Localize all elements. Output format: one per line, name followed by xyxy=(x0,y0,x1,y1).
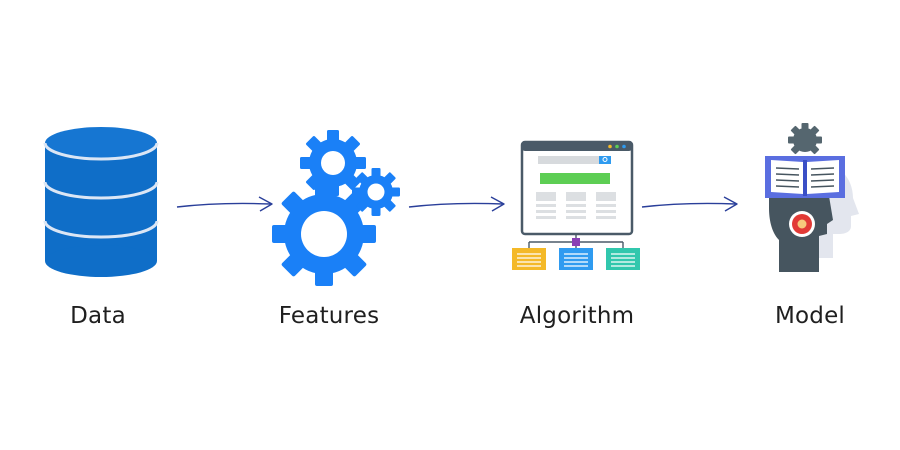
flow-arrow xyxy=(408,196,505,212)
step-label-features: Features xyxy=(278,303,380,329)
gears-icon xyxy=(272,130,400,286)
flow-arrow xyxy=(641,196,738,212)
step-label-data: Data xyxy=(70,303,126,329)
model-head-book-icon xyxy=(765,123,859,272)
database-icon xyxy=(43,127,159,277)
step-label-algorithm: Algorithm xyxy=(519,303,635,329)
algorithm-flowchart-icon xyxy=(512,140,640,270)
step-label-model: Model xyxy=(774,303,846,329)
flow-arrow xyxy=(176,196,273,212)
